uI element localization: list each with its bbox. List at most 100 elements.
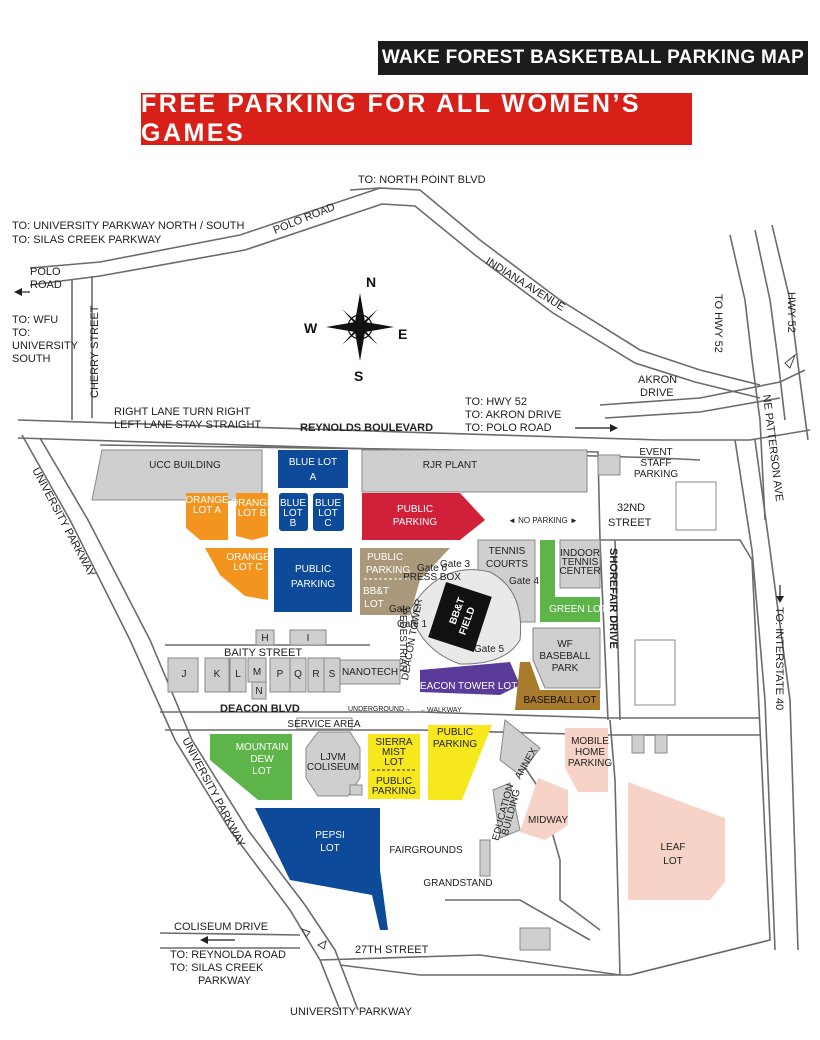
baseball-lot[interactable] <box>515 662 600 710</box>
fairgrounds-label: FAIRGROUNDS <box>389 845 463 856</box>
mountain-dew-label-3: LOT <box>252 766 271 777</box>
road-akron-1: AKRON <box>638 374 677 386</box>
compass-e: E <box>398 326 407 342</box>
small-lot-r: R <box>312 669 319 680</box>
public-parking-red[interactable] <box>362 493 485 540</box>
gray-building <box>519 927 551 951</box>
leaf-lot[interactable] <box>628 782 725 900</box>
gate-1-label: Gate 1 <box>397 619 427 630</box>
ljvm-label-2: COLISEUM <box>307 762 359 773</box>
sierra-label-1: SIERRA <box>375 737 413 748</box>
road-underground: UNDERGROUND→ <box>348 706 411 713</box>
road-akron-2: DRIVE <box>640 387 674 399</box>
public-yellow-label-2: PARKING <box>433 739 477 750</box>
roundabout-icon-1 <box>300 928 311 938</box>
roundabout-icon-2 <box>317 940 327 950</box>
public-tan-label-2: PARKING <box>366 565 410 576</box>
dir-reynolda-2: TO: SILAS CREEK <box>170 962 264 974</box>
service-area-box <box>296 717 353 730</box>
map-title: WAKE FOREST BASKETBALL PARKING MAP <box>378 41 808 75</box>
baseball-lot-label: BASEBALL LOT <box>524 695 597 706</box>
road-coliseum-drive: COLISEUM DRIVE <box>174 921 268 933</box>
small-lot-i: I <box>307 633 310 644</box>
ljvm-coliseum <box>305 731 361 797</box>
road-university-3: UNIVERSITY PARKWAY <box>290 1006 413 1018</box>
deacon-tower-lot[interactable] <box>420 662 520 695</box>
blue-lot-a[interactable] <box>278 450 348 488</box>
event-staff-building <box>597 454 621 476</box>
baseball-label-3: PARK <box>552 663 579 674</box>
pepsi-label-1: PEPSI <box>315 830 344 841</box>
compass-north-point-icon <box>355 293 365 327</box>
green-lot[interactable] <box>540 540 600 622</box>
leaf-label-2: LOT <box>663 856 682 867</box>
dir-wfu-2: TO: <box>12 327 30 339</box>
dir-turn-2: LEFT LANE STAY STRAIGHT <box>114 419 261 431</box>
indoor-label-1: INDOOR <box>560 548 600 559</box>
public-blue-label-1: PUBLIC <box>295 564 331 575</box>
public-red-label-1: PUBLIC <box>397 504 433 515</box>
road-deacon: DEACON BLVD <box>220 703 300 715</box>
deacon-tower-lot-label: DEACON TOWER LOT <box>413 681 518 692</box>
bbt-lot-label-2: LOT <box>364 599 383 610</box>
orange-lot-c-label-1: ORANGE <box>226 552 270 563</box>
lot-i <box>289 629 327 646</box>
press-box-label: PRESS BOX <box>403 572 461 583</box>
orange-lot-c[interactable] <box>205 548 268 600</box>
compass-s: S <box>354 368 363 384</box>
public-yellow-label-1: PUBLIC <box>437 727 473 738</box>
small-lot-s: S <box>329 669 336 680</box>
small-lot-m: M <box>253 667 261 678</box>
direction-arrows <box>14 288 797 950</box>
orange-lot-a-label-2: LOT A <box>193 505 221 516</box>
dir-hwy52-vertical: HWY 52 <box>785 292 797 333</box>
road-network <box>17 187 811 1011</box>
gate-3-label: Gate 3 <box>440 559 470 570</box>
road-walkway: ←WALKWAY <box>420 707 462 714</box>
orange-lot-a[interactable] <box>186 493 228 540</box>
compass-w: W <box>304 320 318 336</box>
blue-lot-b[interactable] <box>279 493 308 531</box>
road-shorefair: SHOREFAIR DRIVE <box>607 548 619 649</box>
orange-lot-b[interactable] <box>236 493 268 540</box>
dir-interstate-40: TO: INTERSTATE 40 <box>773 607 785 710</box>
baseball-label-2: BASEBALL <box>539 651 591 662</box>
midway-lot[interactable] <box>520 778 568 840</box>
blue-lot-b-label-2: LOT <box>283 508 302 519</box>
mountain-dew-label-1: MOUNTAIN <box>236 742 289 753</box>
sierra-label-5: PARKING <box>372 786 416 797</box>
pepsi-label-2: LOT <box>320 843 339 854</box>
building-shorefair <box>634 639 676 706</box>
sierra-mist-lot[interactable] <box>368 734 420 799</box>
arrow-left-coliseum-icon <box>200 936 208 944</box>
green-lot-label: GREEN LOT <box>549 604 607 615</box>
road-cherry: CHERRY STREET <box>89 305 101 398</box>
dir-hwy52-2: TO: AKRON DRIVE <box>465 409 561 421</box>
road-32nd-1: 32ND <box>617 502 645 514</box>
small-building-2 <box>654 734 668 754</box>
grandstand-building <box>479 839 491 877</box>
bbt-lot-public-parking[interactable] <box>360 548 450 615</box>
small-gray-lots <box>167 657 341 700</box>
road-indiana: INDIANA AVENUE <box>483 255 566 313</box>
lot-h <box>255 629 275 646</box>
tennis-label-2: COURTS <box>486 559 528 570</box>
mountain-dew-lot[interactable] <box>210 734 292 800</box>
wf-baseball-park <box>532 627 601 689</box>
free-parking-banner: FREE PARKING FOR ALL WOMEN’S GAMES <box>141 90 692 147</box>
public-tan-label-1: PUBLIC <box>367 552 403 563</box>
midway-label: MIDWAY <box>528 815 568 826</box>
public-parking-yellow[interactable] <box>428 725 492 800</box>
dir-polo-road-a: POLO <box>30 266 61 278</box>
education-building <box>492 782 521 839</box>
indoor-label-2: TENNIS <box>562 557 599 568</box>
compass-rose: N S E W <box>304 274 407 384</box>
public-parking-blue[interactable] <box>274 548 352 612</box>
pepsi-lot[interactable] <box>255 808 388 930</box>
mobile-home-parking[interactable] <box>565 728 608 792</box>
blue-lot-c[interactable] <box>313 493 344 531</box>
small-lot-n: N <box>255 686 262 697</box>
ucc-label: UCC BUILDING <box>149 460 221 471</box>
blue-lot-c-label-3: C <box>324 518 331 529</box>
dir-wfu-3: UNIVERSITY <box>12 340 79 352</box>
